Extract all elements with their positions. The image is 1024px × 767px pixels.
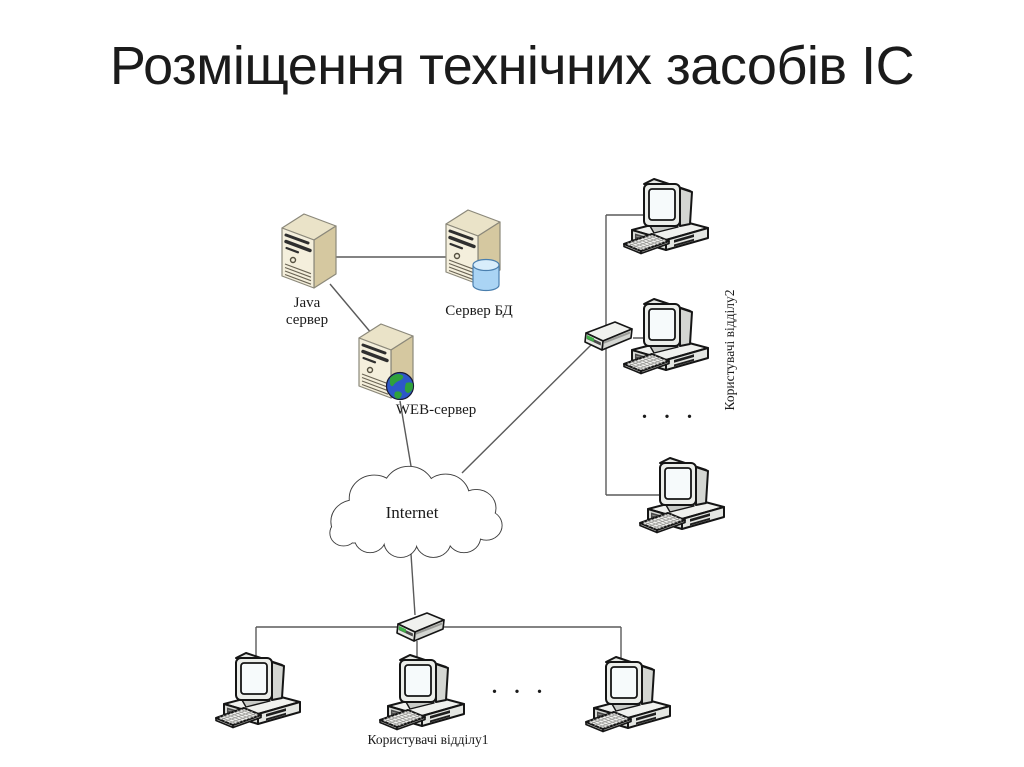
desktop-computer-icon — [585, 656, 671, 733]
dept2-ellipsis: . . . — [642, 399, 698, 423]
web-server-label: WEB-сервер — [396, 402, 476, 418]
web-server-node: WEB-сервер — [357, 322, 476, 418]
db-server-label: Сервер БД — [445, 303, 513, 319]
dept2-group: . . . Користувачі відділу2 — [584, 178, 737, 534]
edge-internet-switch1 — [410, 553, 416, 616]
cloud-icon — [329, 465, 503, 558]
database-cylinder-icon — [472, 258, 500, 292]
dept1-group: . . . Користувачі відділу1 — [215, 612, 671, 747]
server-tower-icon — [280, 212, 338, 290]
internet-label: Internet — [386, 503, 439, 522]
network-switch-icon — [584, 321, 633, 351]
db-server-node: Сервер БД — [444, 208, 513, 319]
slide-title: Розміщення технічних засобів ІС — [109, 36, 915, 96]
dept1-ellipsis: . . . — [492, 674, 548, 698]
desktop-computer-icon — [215, 652, 301, 729]
desktop-computer-icon — [623, 298, 709, 375]
edge-internet-switch2 — [461, 343, 593, 474]
dept1-label: Користувачі відділу1 — [368, 732, 489, 747]
network-switch-icon — [396, 612, 445, 642]
desktop-computer-icon — [379, 654, 465, 731]
java-server-label-line1: Java — [294, 295, 321, 311]
desktop-computer-icon — [623, 178, 709, 255]
edge-java-web — [329, 283, 373, 335]
java-server-node: Java сервер — [280, 212, 338, 328]
dept2-label: Користувачі відділу2 — [722, 290, 737, 411]
globe-icon — [385, 371, 415, 401]
internet-node: Internet — [329, 465, 503, 558]
java-server-label-line2: сервер — [286, 312, 328, 328]
edge-web-internet — [399, 400, 413, 473]
